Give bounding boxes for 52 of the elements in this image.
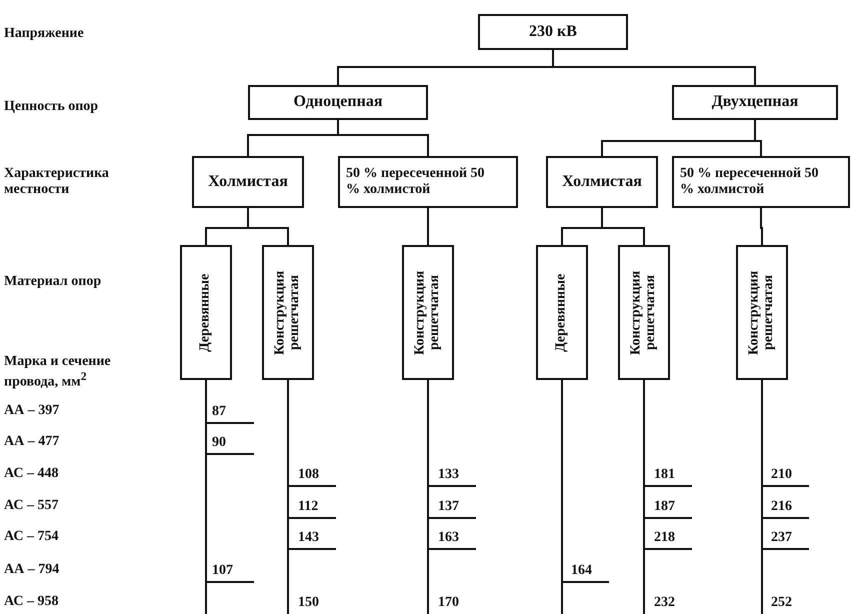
connector-line bbox=[754, 120, 762, 156]
connector-line bbox=[760, 208, 763, 245]
value-label: 164 bbox=[571, 564, 592, 578]
value-label: 143 bbox=[298, 531, 319, 545]
material-box: Конструкция решетчатая bbox=[736, 245, 788, 380]
value-label: 170 bbox=[438, 596, 459, 610]
row-heading: Характеристика местности bbox=[4, 166, 110, 198]
material-box: Конструкция решетчатая bbox=[402, 245, 454, 380]
value-label: 107 bbox=[212, 564, 233, 578]
value-label: 108 bbox=[298, 468, 319, 482]
value-label: 232 bbox=[654, 596, 675, 610]
wire-grade-label: АС – 754 bbox=[4, 529, 59, 546]
value-label: 137 bbox=[438, 500, 459, 514]
wire-grade-label: АА – 794 bbox=[4, 562, 60, 578]
wire-grade-label: АС – 448 bbox=[4, 466, 59, 482]
value-label: 150 bbox=[298, 596, 319, 610]
value-label: 133 bbox=[438, 468, 459, 482]
row-heading: Материал опор bbox=[4, 274, 102, 290]
material-box: Конструкция решетчатая bbox=[618, 245, 670, 380]
wire-grade-label: АА – 397 bbox=[4, 403, 60, 420]
category-box: Холмистая bbox=[192, 156, 304, 208]
value-label: 216 bbox=[771, 500, 792, 514]
connector-line bbox=[247, 208, 289, 245]
material-box: Деревянные bbox=[536, 245, 588, 380]
row-heading: Напряжение bbox=[4, 26, 84, 42]
category-box: 50 % пересеченной 50 % холмистой bbox=[338, 156, 518, 208]
wire-grade-label: АС – 958 bbox=[4, 594, 59, 610]
value-label: 237 bbox=[771, 531, 792, 545]
connector-line bbox=[427, 208, 429, 245]
row-heading: Цепность опор bbox=[4, 99, 98, 116]
row-heading: Марка и сечение провода, мм$^{2}$ bbox=[4, 354, 112, 391]
value-label: 181 bbox=[654, 468, 675, 482]
category-box: 230 кВ bbox=[478, 14, 628, 50]
value-label: 252 bbox=[771, 596, 792, 610]
category-box: Одноцепная bbox=[248, 85, 428, 120]
category-box: Холмистая bbox=[546, 156, 658, 208]
material-box: Деревянные bbox=[180, 245, 232, 380]
value-label: 90 bbox=[212, 436, 226, 450]
material-box: Конструкция решетчатая bbox=[262, 245, 314, 380]
connector-line bbox=[337, 120, 429, 156]
connector-line bbox=[601, 208, 645, 245]
wire-grade-label: АА – 477 bbox=[4, 434, 60, 450]
value-label: 163 bbox=[438, 531, 459, 545]
category-box: 50 % пересеченной 50 % холмистой bbox=[672, 156, 850, 208]
category-box: Двухцепная bbox=[672, 85, 838, 120]
value-label: 187 bbox=[654, 500, 675, 514]
value-label: 218 bbox=[654, 531, 675, 545]
connector-line bbox=[552, 50, 756, 85]
wire-grade-label: АС – 557 bbox=[4, 498, 59, 514]
value-label: 112 bbox=[298, 500, 318, 514]
value-label: 87 bbox=[212, 405, 226, 419]
value-label: 210 bbox=[771, 468, 792, 482]
